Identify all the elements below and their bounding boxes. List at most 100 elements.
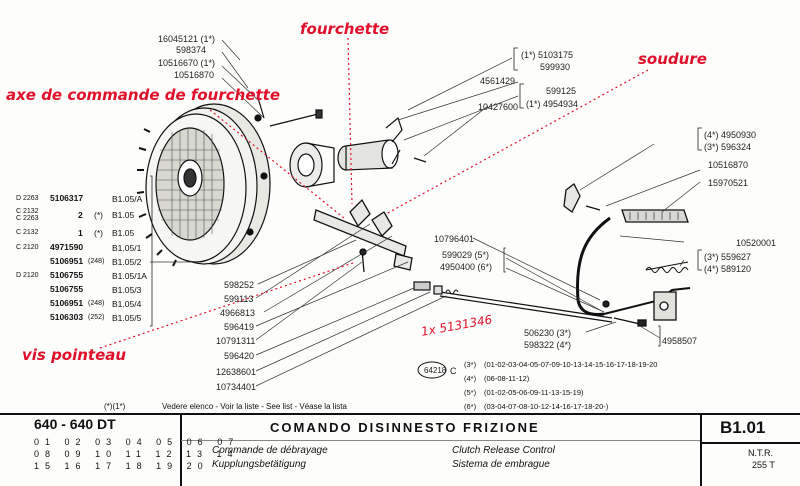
leader-lines [150,39,701,387]
parts-ref: D 2263 [16,195,39,202]
callout: 596419 [224,322,255,332]
parts-ref: D 2120 [16,272,39,279]
annotation-lines [99,37,649,349]
parts-note: B1.05/1A [112,271,147,281]
parts-number: 5106951 [50,256,84,266]
variant-row: 08 09 10 11 12 13 14 [34,449,239,459]
title-de: Kupplungsbetätigung [212,459,306,470]
parts-number: 5106755 [50,284,84,294]
annotation-fourchette: fourchette [300,20,390,38]
callout: 4966813 [220,308,256,318]
series-text: (01-02-03-04-05-07-09-10-13-14-15-16-17-… [484,360,658,369]
see-list-text: Vedere elenco - Voir la liste - See list… [162,402,347,411]
see-list-marks: (*)(1*) [104,402,126,411]
parts-note: B1.05/5 [112,313,142,323]
series-key: (3*) [464,360,477,369]
parts-note: B1.05/A [112,194,143,204]
footer-divider [180,413,182,486]
callout: 10427600 [478,102,519,112]
parts-number: 5106303 [50,312,84,322]
parts-number: 4971590 [50,242,84,252]
variant-row: 01 02 03 04 05 06 07 [34,437,240,447]
callout: 4958507 [662,336,698,346]
parts-number: 5106951 [50,298,84,308]
callout: (3*) 596324 [704,142,752,152]
parts-ref: C 2132 [16,229,39,236]
annotation-axe: axe de commande de fourchette [6,86,281,104]
release-sleeve [337,116,427,171]
callout: (3*) 559627 [704,252,752,262]
callout: 599930 [540,62,571,72]
callout: 10791311 [216,336,256,346]
fork-shaft [313,198,413,273]
callout: 16045121 (1*) [158,34,216,44]
callout: 4950400 (6*) [440,262,493,272]
parts-flag: (*) [94,228,103,238]
callout: 599125 [546,86,577,96]
annotation-soudure: soudure [638,50,707,68]
callout: 10516670 (1*) [158,58,216,68]
page-title: COMANDO DISINNESTO FRIZIONE [270,420,540,435]
parts-number: 5106755 [50,270,84,280]
figure-number: 64218 [424,366,447,375]
annotation-vis-pointeau: vis pointeau [22,346,127,364]
callout: 10520001 [736,238,777,248]
callout: 598322 (4*) [524,340,572,350]
series-text: (01-02-05-06-09-11-13-15-19) [484,388,584,397]
callout: 599113 [224,294,254,304]
parts-qty: 2 [78,210,83,220]
callout: (1*) 4954934 [526,99,579,109]
callout: 598374 [176,45,207,55]
series-text: (03-04-07-08-10-12-14-16-17-18-20-) [484,402,609,411]
callout: 10516870 [174,70,215,80]
parts-number: 5106317 [50,193,84,203]
footer-divider [181,440,700,441]
callout: 4561429 [480,76,516,86]
pedal-assembly [563,183,691,327]
callout: 506230 (3*) [524,328,572,338]
callout: 599029 (5*) [442,250,490,260]
series-key: (4*) [464,374,477,383]
parts-ref: C 2120 [16,244,39,251]
figure-number-oval [417,361,447,379]
parts-qty: (248) [88,300,105,307]
tnum-label: 255 T [752,460,775,470]
footer-divider [700,413,702,486]
series-key: (5*) [464,388,477,397]
push-rod [413,281,613,323]
parts-note: B1.05 [112,228,135,238]
callout: (4*) 4950930 [704,130,757,140]
parts-note: B1.05 [112,210,135,220]
bolt-group [257,97,323,127]
parts-note: B1.05/2 [112,257,142,267]
callout: 15970521 [708,178,749,188]
parts-note: B1.05/1 [112,243,142,253]
series-key: (6*) [464,402,477,411]
callout: (1*) 5103175 [521,50,574,60]
parts-note: B1.05/4 [112,299,142,309]
callout: 10796401 [434,234,475,244]
parts-note: B1.05/3 [112,285,142,295]
parts-qty: (252) [88,314,105,321]
callout: 598252 [224,280,255,290]
footer-divider [700,442,800,444]
parts-qty: (248) [88,258,105,265]
release-bearing [289,142,335,188]
figure-suffix: C [450,366,457,376]
parts-qty: 1 [78,228,83,238]
callout: 12638601 [216,367,257,377]
callout: 596420 [224,351,255,361]
variant-row: 15 16 17 18 19 20 [34,461,209,471]
bracket-lines [150,47,702,347]
model-name: 640 - 640 DT [34,416,116,432]
callout: (4*) 589120 [704,264,752,274]
title-fr: Commande de débrayage [212,445,328,456]
clutch-assembly [136,103,271,267]
title-es: Sistema de embrague [452,459,550,470]
callout: 10516870 [708,160,749,170]
footer-top-rule [0,413,800,415]
ntr-label: N.T.R. [748,448,774,458]
parts-flag: (*) [94,210,103,220]
